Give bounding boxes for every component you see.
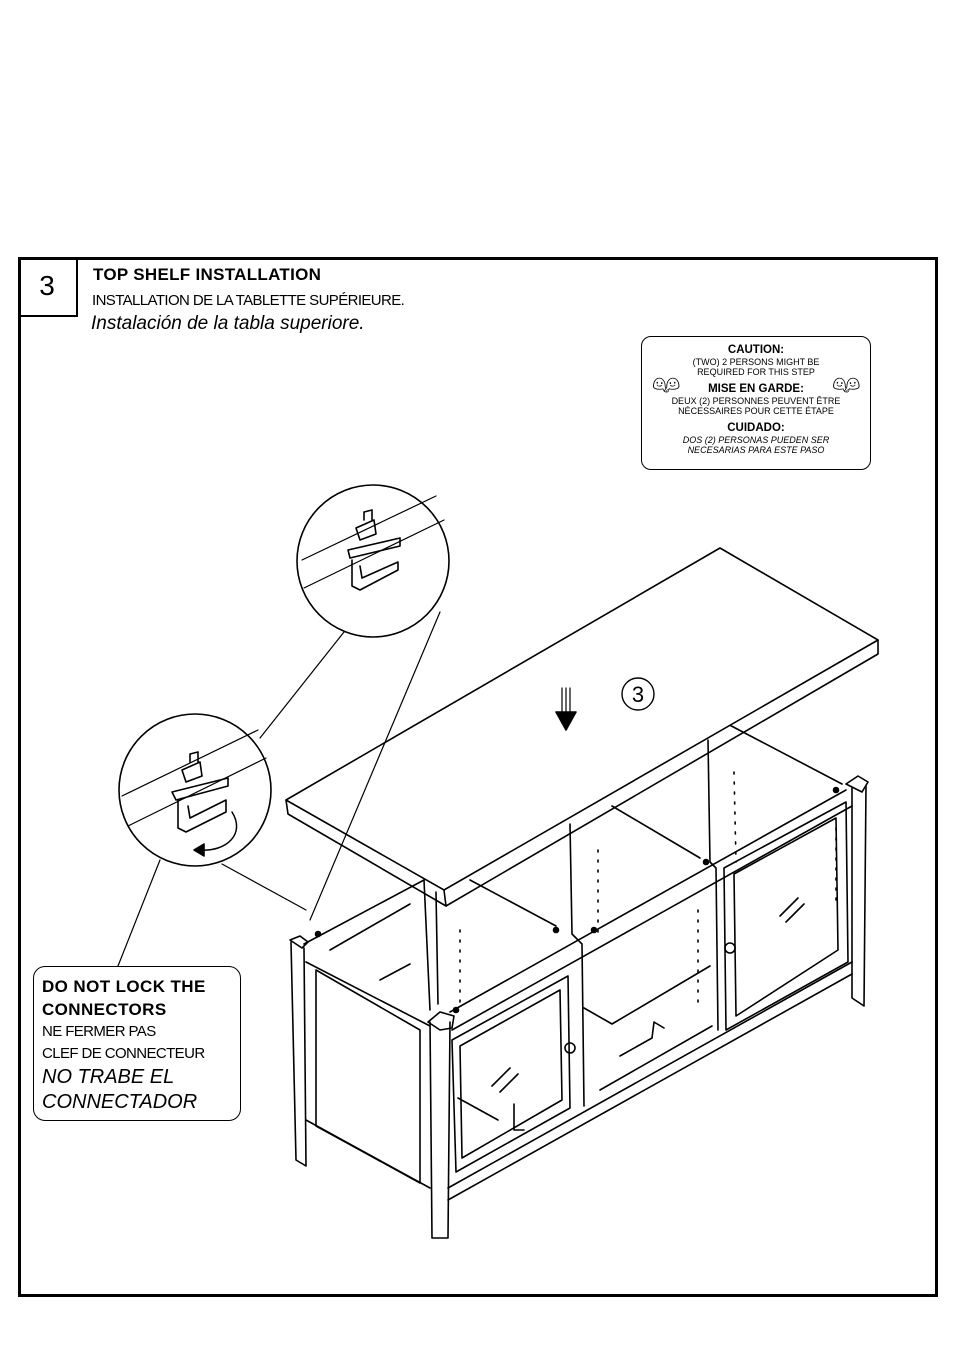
connector-dots [314,786,840,1014]
interior-shelf [329,805,701,981]
connector-icon [347,509,401,591]
front-bottom-rail [447,961,853,1201]
caution-text-en-1: (TWO) 2 PERSONS MIGHT BE [692,357,820,367]
warning-text-es-2: CONNECTADOR [42,1091,198,1113]
cabinet [289,719,869,1239]
left-side-panel [305,961,431,1189]
right-glass-door [723,801,849,1031]
caution-heading-en: CAUTION: [727,344,785,356]
top-shelf-panel [285,547,879,907]
magnifier-callout [296,484,450,638]
part-callout: 3 [621,677,655,711]
right-front-leg [851,785,867,1007]
middle-compartment [583,965,713,1091]
glass-reflection [491,1067,519,1093]
down-arrow-icon [555,687,577,731]
rotate-arrow-icon [193,811,238,857]
divider-left [423,879,439,1011]
warning-text-fr-2: CLEF DE CONNECTEUR [42,1045,205,1062]
left-front-leg-top [427,1011,455,1031]
two-persons-icon: 👫︎ [652,371,680,396]
step-frame [18,257,938,1297]
door-shelf-left [457,1097,525,1131]
step-title-en: TOP SHELF INSTALLATION [93,265,322,284]
caution-text-es-2: NECESARIAS PARA ESTE PASO [687,445,825,455]
warning-text-en-1: DO NOT LOCK THE [42,977,206,996]
step-title-es: Instalación de la tabla superiore. [91,313,365,334]
door-knob-right [724,942,736,954]
divider-right [707,739,719,1031]
part-label: 3 [632,682,644,707]
left-rear-leg-top [289,935,309,949]
callout-leader [117,859,307,967]
caution-text-fr-2: NÉCESSAIRES POUR CETTE ÉTAPE [678,406,834,416]
two-persons-icon: 👫︎ [832,371,860,396]
magnifier-callout [118,713,272,867]
warning-text-fr-1: NE FERMER PAS [42,1023,156,1040]
caution-text-en-2: REQUIRED FOR THIS STEP [697,367,815,377]
left-front-leg [429,1021,451,1239]
connector-icon [171,751,229,833]
back-top-rail [303,719,843,945]
caution-text-es-1: DOS (2) PERSONAS PUEDEN SER [682,435,830,445]
front-top-rail [449,789,853,1031]
left-rear-leg [290,941,307,1167]
divider-mid [569,823,585,1107]
left-glass-door [451,975,571,1173]
caution-heading-es: CUIDADO: [727,422,785,434]
caution-heading-fr: MISE EN GARDE: [708,383,804,395]
connector-warning-box: DO NOT LOCK THE CONNECTORS NE FERMER PAS… [33,966,241,1121]
warning-text-en-2: CONNECTORS [42,1000,167,1019]
right-front-leg-top [845,775,869,793]
caution-text-fr-1: DEUX (2) PERSONNES PEUVENT ÊTRE [671,396,841,406]
callout-leader [259,611,441,921]
step-number: 3 [18,257,78,317]
step-title-fr: INSTALLATION DE LA TABLETTE SUPÉRIEURE. [92,292,405,309]
caution-box: 👫︎ 👫︎ CAUTION: (TWO) 2 PERSONS MIGHT BE … [641,336,871,470]
glass-reflection [779,897,805,923]
warning-text-es-1: NO TRABE EL [42,1066,175,1088]
door-knob-left [564,1042,576,1054]
